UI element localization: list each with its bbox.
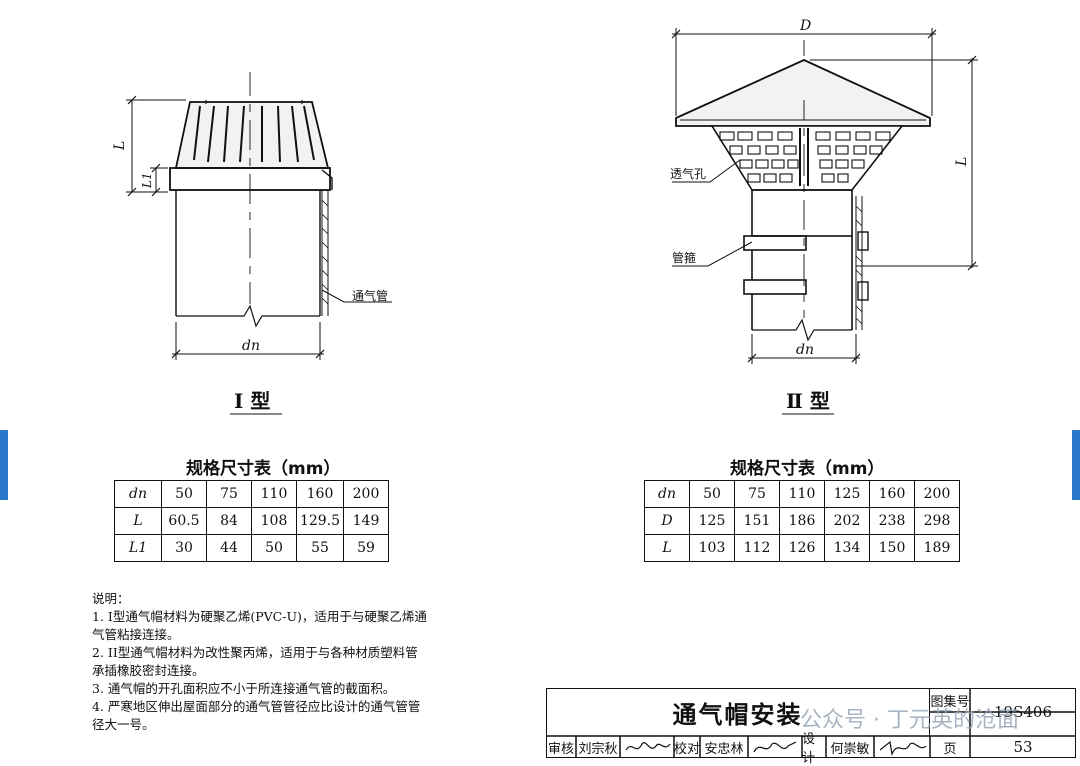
type2-caption: Ⅱ 型 [786, 389, 830, 413]
type2-dim-dn: dn [796, 342, 814, 358]
table-cell: 110 [779, 480, 825, 508]
notes-block: 说明： 1. I型通气帽材料为硬聚乙烯(PVC-U)，适用于与硬聚乙烯通 气管粘… [92, 590, 532, 734]
review-label: 审核 [547, 741, 574, 757]
drawing-title: 通气帽安装 [546, 688, 930, 736]
table-cell: 103 [689, 534, 735, 562]
table-cell: 108 [251, 507, 297, 535]
type2-drawing [671, 28, 978, 364]
table-row: L 103 112 126 134 150 189 [644, 534, 960, 562]
table-cell: 50 [689, 480, 735, 508]
table-cell: 75 [206, 480, 252, 508]
type1-dim-L1: L1 [140, 172, 154, 189]
row-header: L1 [114, 534, 162, 562]
check-label: 校对 [674, 741, 701, 757]
type1-dim-dn: dn [242, 338, 260, 354]
table-cell: 134 [824, 534, 870, 562]
atlas-label: 图集号 [930, 694, 970, 710]
table2-title: 规格尺寸表（mm） [730, 459, 885, 479]
designer-name: 何崇敏 [830, 741, 870, 757]
notes-heading: 说明： [92, 591, 130, 606]
table-cell: 112 [734, 534, 780, 562]
callout-vent-pipe: 通气管 [352, 288, 388, 303]
note-line: 2. II型通气帽材料为改性聚丙烯，适用于与各种材质塑料管 [92, 645, 418, 660]
row-header: dn [114, 480, 162, 508]
callout-vent-hole: 透气孔 [670, 166, 706, 181]
table-cell: 238 [869, 507, 915, 535]
type1-dim-L: L [112, 141, 128, 151]
note-line: 径大一号。 [92, 717, 155, 732]
table-cell: 75 [734, 480, 780, 508]
table-cell: 60.5 [161, 507, 207, 535]
spec-table-type2: dn 50 75 110 125 160 200 D 125 151 186 2… [644, 480, 960, 562]
type1-caption: Ⅰ 型 [234, 389, 270, 413]
table-cell: 189 [914, 534, 960, 562]
table-cell: 30 [161, 534, 207, 562]
page-label: 页 [943, 741, 957, 757]
page-number: 53 [1013, 738, 1033, 756]
table-cell: 200 [914, 480, 960, 508]
design-label: 设计 [802, 732, 816, 766]
note-line: 1. I型通气帽材料为硬聚乙烯(PVC-U)，适用于与硬聚乙烯通 [92, 609, 427, 624]
table-row: dn 50 75 110 125 160 200 [644, 480, 960, 508]
row-header: L [644, 534, 690, 562]
type2-dim-L: L [954, 157, 970, 167]
table-cell: 59 [343, 534, 389, 562]
table-cell: 160 [296, 480, 344, 508]
note-line: 气管粘接连接。 [92, 627, 180, 642]
spec-table-type1: dn 50 75 110 160 200 L 60.5 84 108 129.5… [114, 480, 389, 562]
table-row: L1 30 44 50 55 59 [114, 534, 389, 562]
type2-dim-D: D [799, 18, 811, 34]
reviewer-name: 刘宗秋 [578, 741, 618, 757]
note-line: 4. 严寒地区伸出屋面部分的通气管管径应比设计的通气管管 [92, 699, 421, 714]
table-cell: 150 [869, 534, 915, 562]
right-edge-band [1072, 430, 1080, 500]
table-row: dn 50 75 110 160 200 [114, 480, 389, 508]
watermark: 公众号 · 丁元英的沧面 [800, 708, 1019, 733]
table-cell: 200 [343, 480, 389, 508]
table-cell: 125 [824, 480, 870, 508]
table-row: D 125 151 186 202 238 298 [644, 507, 960, 535]
table-cell: 44 [206, 534, 252, 562]
table-cell: 298 [914, 507, 960, 535]
checker-name: 安忠林 [704, 741, 744, 757]
atlas-number: 19S406 [994, 703, 1052, 721]
callout-pipe-clamp: 管箍 [672, 250, 696, 265]
title-block [546, 688, 1076, 758]
type1-drawing [126, 72, 392, 360]
note-line: 3. 通气帽的开孔面积应不小于所连接通气管的截面积。 [92, 681, 396, 696]
left-edge-band [0, 430, 8, 500]
note-line: 承插橡胶密封连接。 [92, 663, 205, 678]
table-cell: 55 [296, 534, 344, 562]
table1-title: 规格尺寸表（mm） [186, 459, 341, 479]
